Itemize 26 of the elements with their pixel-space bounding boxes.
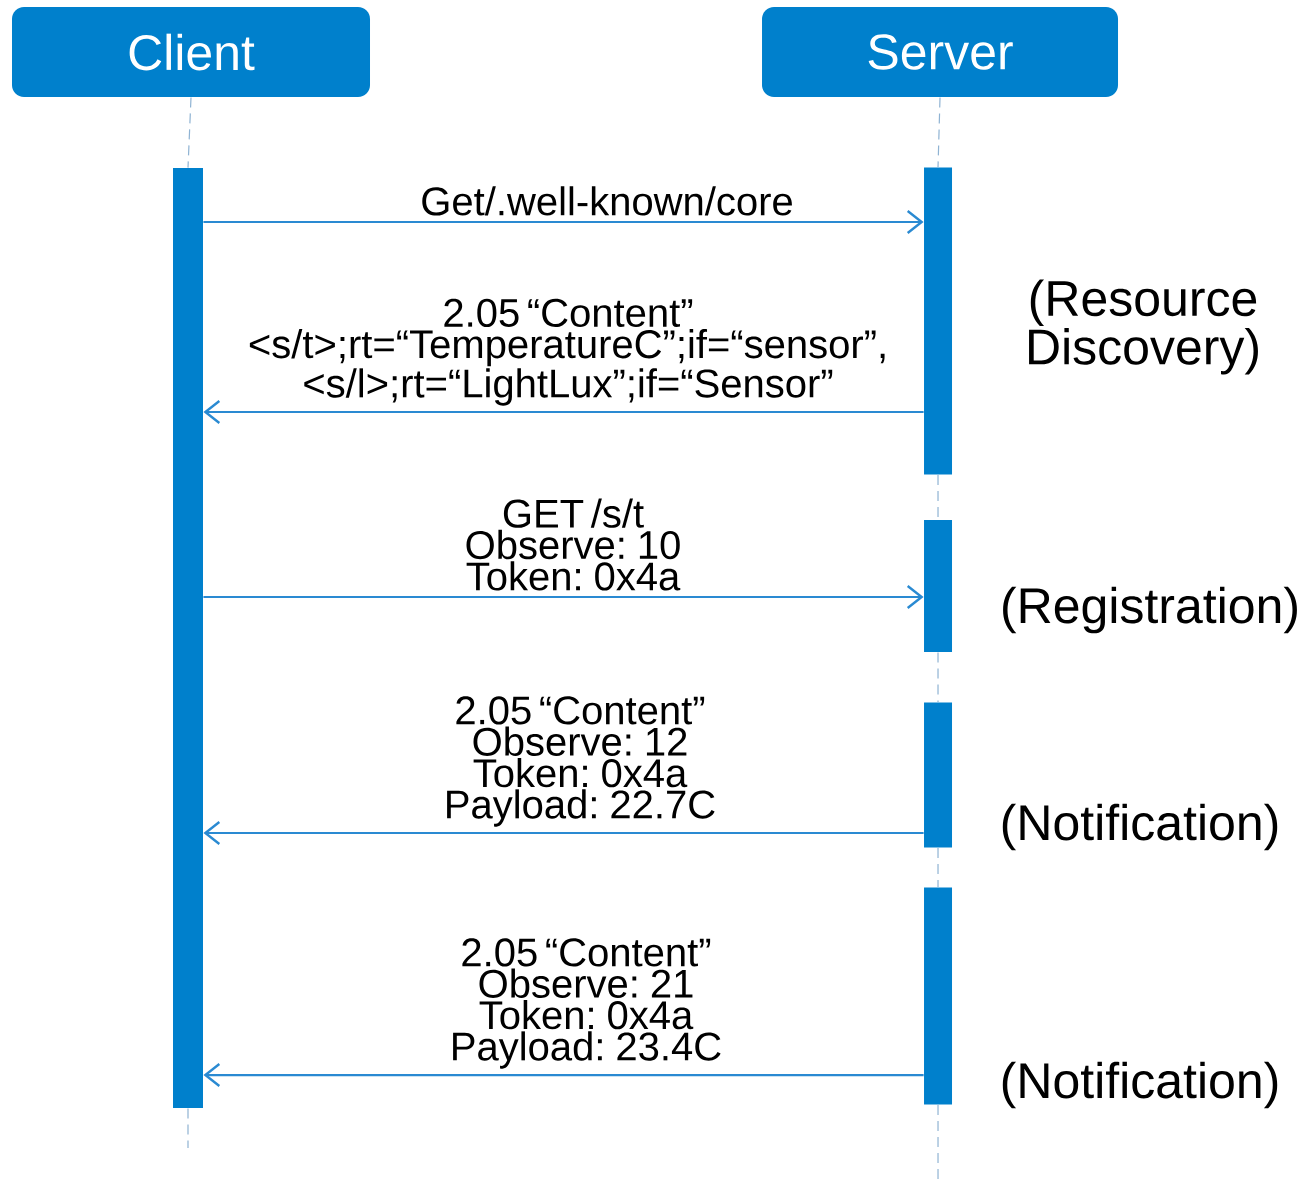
- activation-bar: [924, 520, 952, 652]
- phase-label: (Notification): [1002, 803, 1278, 851]
- edge-label: Get/.well-known/core: [422, 186, 792, 216]
- participant-box: Server: [762, 7, 1118, 97]
- phase-label: (Notification): [1002, 1061, 1278, 1109]
- message-arrow: [203, 821, 924, 845]
- edge-label: 2.05 “Content” Observe: 12 Token: 0x4a Payload: 22.7C: [447, 696, 715, 827]
- phase-label: (Resource Discovery): [1029, 279, 1258, 375]
- message-arrow: [203, 210, 924, 234]
- lifeline: [187, 96, 192, 169]
- activation-bar: [924, 887, 952, 1105]
- activation-bar: [173, 168, 203, 1109]
- lifeline: [937, 847, 939, 888]
- edge-label: 2.05 “Content” <s/t>;rt=“TemperatureC”;if=“sensor”, <s/l>;rt=“LightLux”;if=“Sensor”: [249, 298, 885, 406]
- activation-bar: [924, 167, 952, 475]
- participant-box: Client: [12, 7, 370, 97]
- message-arrow: [203, 1063, 924, 1087]
- lifeline: [937, 1104, 939, 1180]
- lifeline: [937, 651, 939, 703]
- message-arrow: [203, 585, 924, 609]
- lifeline: [937, 96, 941, 168]
- phase-label: (Registration): [1003, 586, 1297, 634]
- activation-bar: [924, 702, 952, 848]
- edge-label: GET /s/t Observe: 10 Token: 0x4a: [466, 498, 681, 591]
- edge-label: 2.05 “Content” Observe: 21 Token: 0x4a Payload: 23.4C: [453, 938, 721, 1069]
- message-arrow: [203, 400, 924, 424]
